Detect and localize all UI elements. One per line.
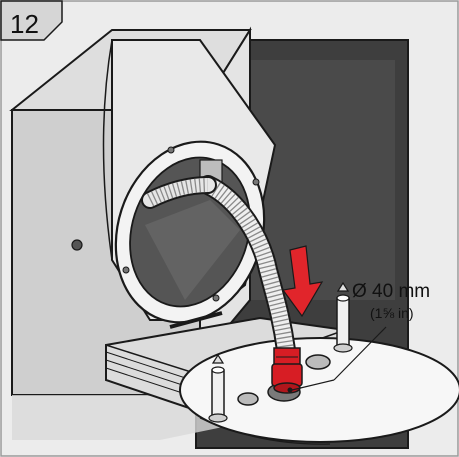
ring-screw bbox=[167, 146, 175, 154]
ring-screw bbox=[122, 266, 130, 274]
step-number: 12 bbox=[10, 9, 39, 39]
plate-hole bbox=[237, 392, 259, 406]
step-number-tab: 12 bbox=[0, 0, 63, 41]
leader-line-icon bbox=[291, 326, 387, 391]
hose-fitting bbox=[271, 347, 303, 394]
alignment-mark bbox=[169, 311, 223, 329]
ring-screw bbox=[252, 178, 260, 186]
drain-hose bbox=[141, 175, 296, 360]
ring-screw bbox=[212, 294, 220, 302]
down-arrow-icon bbox=[281, 245, 324, 318]
plate-hole bbox=[305, 354, 331, 370]
mounting-post-left bbox=[208, 353, 228, 423]
screw-hole bbox=[71, 239, 83, 251]
hole-diameter-imperial: (1⅝ in) bbox=[370, 305, 414, 321]
mounting-post-right bbox=[333, 281, 353, 353]
hole-diameter-metric: Ø 40 mm bbox=[352, 281, 430, 302]
